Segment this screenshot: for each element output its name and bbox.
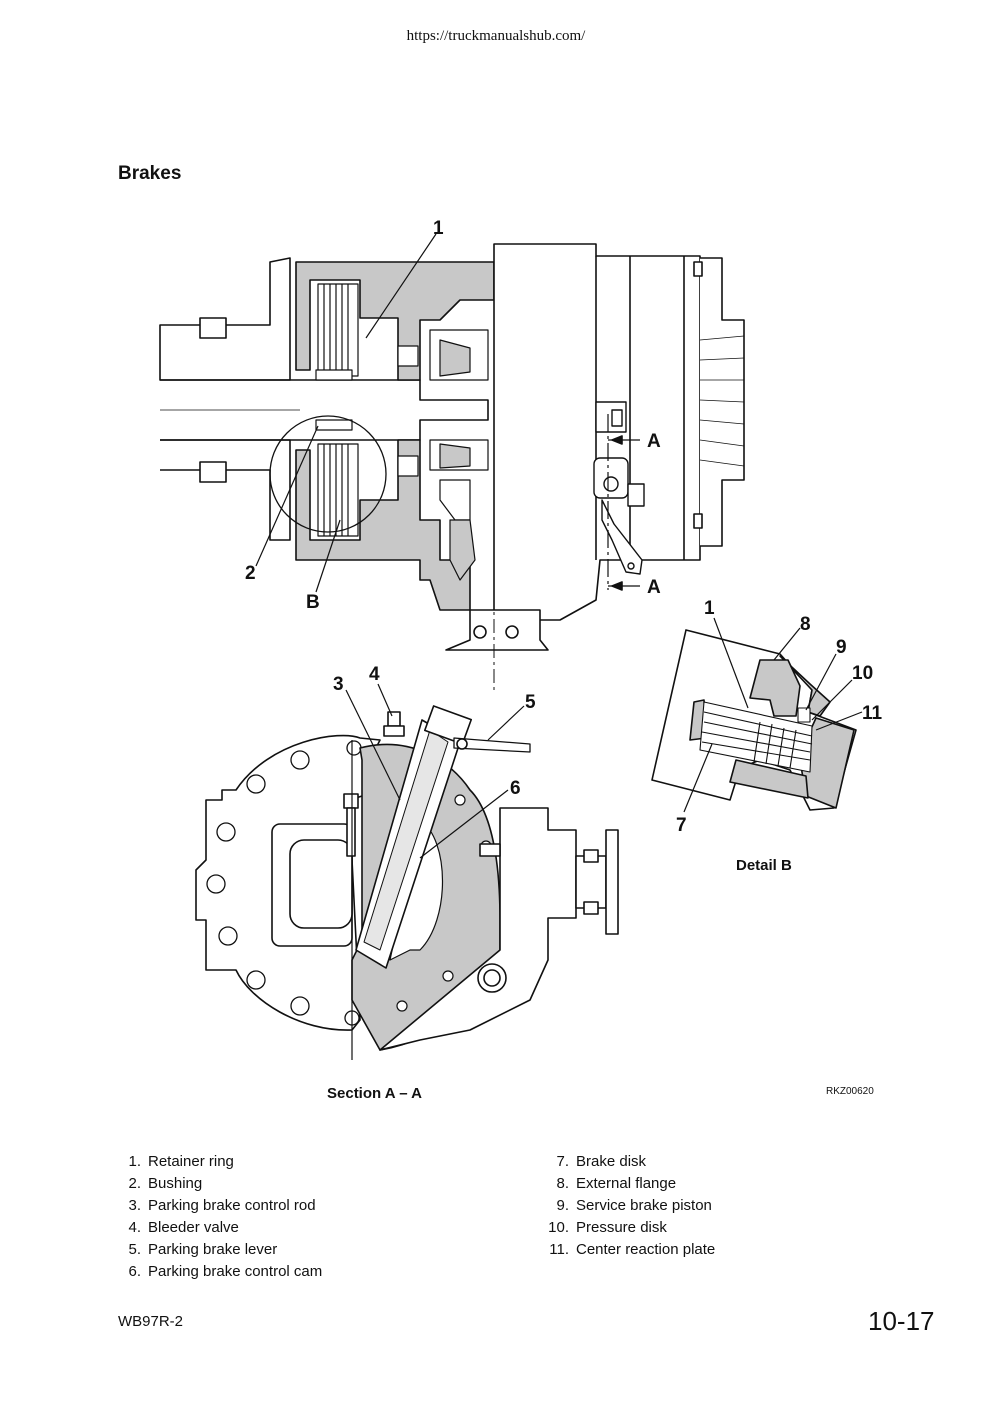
part-number: 9.: [556, 1197, 569, 1214]
parts-list-item: 8. External flange: [539, 1173, 715, 1195]
part-number: 7.: [556, 1153, 569, 1170]
part-number: 11.: [549, 1241, 569, 1258]
part-label: Parking brake control cam: [148, 1263, 323, 1280]
model-number: WB97R-2: [118, 1313, 184, 1330]
callout-b: B: [306, 592, 320, 613]
detail-callout-1: 1: [704, 598, 715, 619]
part-number: 10.: [548, 1219, 569, 1236]
parts-list-right: 7. Brake disk 8. External flange 9. Service…: [539, 1151, 715, 1261]
parts-list-item: 6. Parking brake control cam: [111, 1261, 322, 1283]
axle-cross-section-view: [159, 233, 745, 690]
part-number: 3.: [128, 1197, 141, 1214]
parts-list-item: 9. Service brake piston: [539, 1195, 715, 1217]
detail-callout-7: 7: [676, 815, 687, 836]
part-label: Bushing: [148, 1175, 203, 1192]
detail-b-caption: Detail B: [736, 857, 792, 874]
part-label: Brake disk: [576, 1153, 647, 1170]
detail-callout-10: 10: [852, 663, 873, 684]
parts-list-item: 3. Parking brake control rod: [111, 1195, 322, 1217]
parts-list-item: 2. Bushing: [111, 1173, 322, 1195]
parts-list-item: 5. Parking brake lever: [111, 1239, 322, 1261]
detail-callout-11: 11: [862, 703, 883, 724]
parts-list-item: 7. Brake disk: [539, 1151, 715, 1173]
detail-callout-8: 8: [800, 614, 811, 635]
callout-6: 6: [510, 778, 521, 799]
callouts: 1 2 B A A 3 4 5 6 1 8 9 10 11 7: [245, 218, 883, 836]
parts-list-item: 10. Pressure disk: [539, 1217, 715, 1239]
detail-b-view: [651, 617, 863, 813]
callout-3: 3: [333, 674, 344, 695]
page-number: 10-17: [868, 1306, 935, 1336]
section-a-a-caption: Section A – A: [327, 1085, 423, 1102]
callout-a-lower: A: [647, 577, 661, 598]
callout-5: 5: [525, 692, 536, 713]
part-label: Retainer ring: [148, 1153, 234, 1170]
part-label: Parking brake lever: [148, 1241, 278, 1258]
part-number: 6.: [128, 1263, 141, 1280]
section-a-a-view: [195, 683, 619, 1060]
callout-4: 4: [369, 664, 380, 685]
part-label: Center reaction plate: [576, 1241, 716, 1258]
callout-a-upper: A: [647, 431, 661, 452]
callout-1: 1: [433, 218, 444, 239]
parts-list-left: 1. Retainer ring 2. Bushing 3. Parking brak…: [111, 1151, 322, 1283]
figure-reference-code: RKZ00620: [826, 1086, 874, 1097]
parts-list-item: 1. Retainer ring: [111, 1151, 322, 1173]
part-label: Bleeder valve: [148, 1219, 239, 1236]
source-url[interactable]: https://truckmanualshub.com/: [406, 28, 586, 44]
part-number: 1.: [128, 1153, 141, 1170]
parts-list-item: 11. Center reaction plate: [539, 1239, 715, 1261]
part-label: Pressure disk: [576, 1219, 667, 1236]
part-number: 2.: [128, 1175, 141, 1192]
detail-callout-9: 9: [836, 637, 847, 658]
part-label: Service brake piston: [576, 1197, 712, 1214]
part-label: External flange: [576, 1175, 677, 1192]
callout-2: 2: [245, 563, 256, 584]
part-number: 4.: [128, 1219, 141, 1236]
parts-list-item: 4. Bleeder valve: [111, 1217, 322, 1239]
page-title: Brakes: [118, 163, 182, 184]
part-number: 8.: [556, 1175, 569, 1192]
part-label: Parking brake control rod: [148, 1197, 316, 1214]
part-number: 5.: [128, 1241, 141, 1258]
